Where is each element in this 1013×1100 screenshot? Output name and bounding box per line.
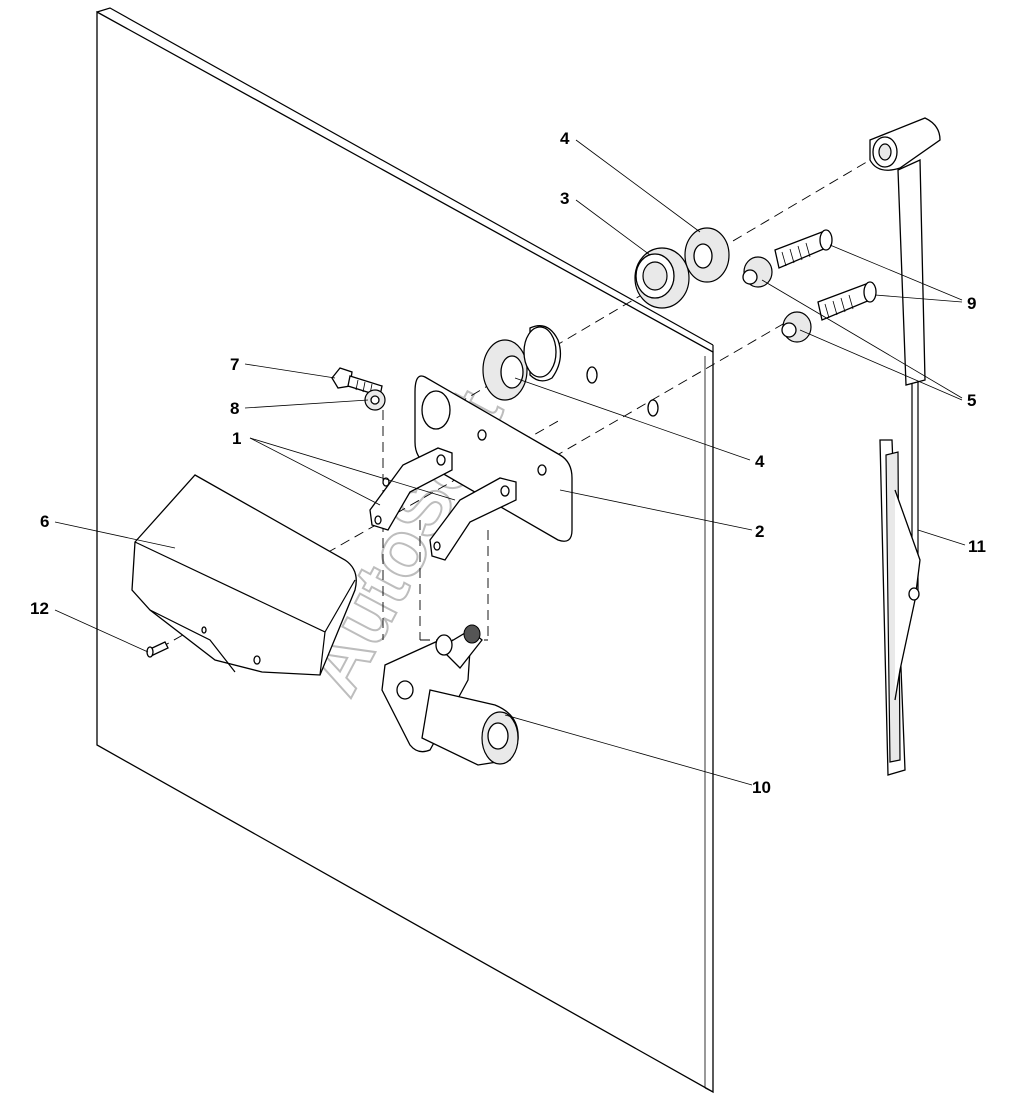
callout-4-lower: 4: [755, 452, 765, 471]
callout-11: 11: [968, 537, 986, 556]
callout-10: 10: [752, 778, 771, 797]
wiper-motor: [381, 624, 519, 766]
callout-4-upper: 4: [560, 129, 570, 148]
callout-6: 6: [40, 512, 49, 531]
brackets: [369, 447, 517, 561]
grommet-lower: [482, 339, 528, 401]
callout-1: 1: [232, 429, 241, 448]
wiper-arm: [869, 117, 941, 590]
callout-9: 9: [967, 294, 976, 313]
motor-cover: [131, 474, 357, 676]
mounting-plate: [414, 375, 573, 542]
leader-lines: [54, 139, 966, 786]
callout-3: 3: [560, 189, 569, 208]
callout-5: 5: [967, 391, 976, 410]
small-screw: [146, 641, 169, 658]
callout-2: 2: [755, 522, 764, 541]
callout-12: 12: [30, 599, 49, 618]
callout-8: 8: [230, 399, 239, 418]
wiper-blade: [879, 439, 921, 776]
callout-7: 7: [230, 355, 239, 374]
spacers: [742, 256, 812, 343]
body-panel: [96, 7, 714, 1094]
screws: [774, 229, 877, 321]
panel-holes: [586, 366, 659, 417]
bolt-and-washer: [331, 367, 386, 411]
callouts: 4 3 9 5 7 8 1 4 6 2 11 12 10: [30, 129, 986, 797]
nut: [634, 247, 690, 309]
collar: [523, 325, 562, 382]
washer-upper: [684, 227, 730, 283]
